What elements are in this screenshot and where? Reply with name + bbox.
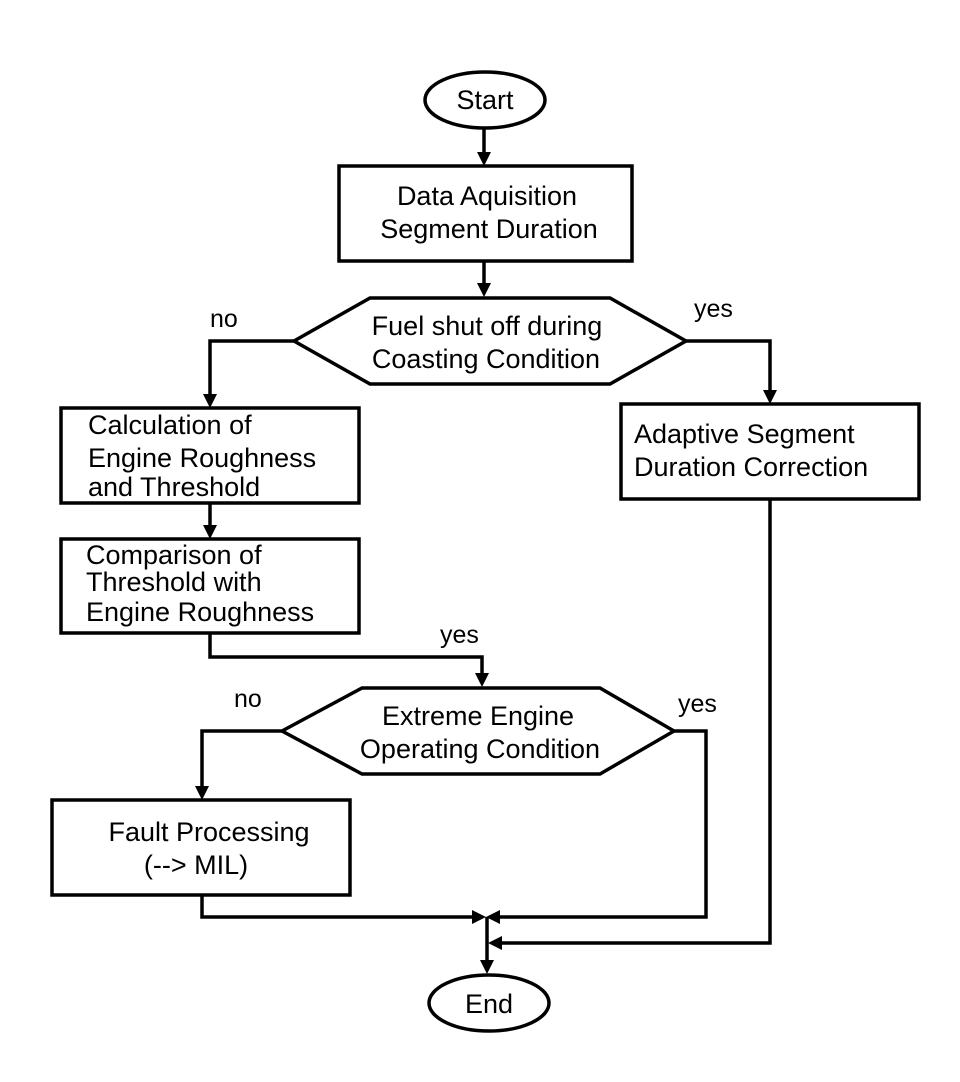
- arrowhead: [475, 673, 489, 687]
- calculation-shape: [59, 406, 361, 505]
- extreme-no-label: no: [234, 685, 262, 713]
- arrowhead: [472, 910, 486, 924]
- edge-extreme-no-to-fault: [200, 729, 282, 786]
- arrowhead: [763, 390, 777, 404]
- comparison-line-2: Threshold with: [86, 567, 262, 597]
- edge-fuel-yes-to-adaptive: [686, 339, 772, 390]
- arrowhead: [486, 910, 500, 924]
- arrowhead: [203, 525, 217, 539]
- start-label: Start: [456, 85, 514, 115]
- adaptive-correction-shape: [619, 402, 921, 501]
- fault-processing-shape: [50, 798, 352, 897]
- edge-extreme-yes-to-merge: [500, 729, 708, 919]
- extreme-line-1: Extreme Engine: [382, 701, 574, 731]
- calculation-box: Calculation of Engine Roughness and Thre…: [59, 406, 361, 505]
- data-acquisition-shape: [337, 164, 634, 263]
- extreme-yes-label: yes: [678, 690, 717, 718]
- arrowhead: [195, 786, 209, 800]
- comparison-shape: [59, 537, 361, 635]
- edge-comparison-to-extreme-decision: [208, 633, 484, 673]
- fuel-shutoff-decision-shape: [290, 296, 690, 386]
- fuel-no-label: no: [210, 305, 238, 333]
- extreme-condition-decision-shape: [278, 686, 678, 776]
- fuel-yes-label: yes: [694, 295, 733, 323]
- extreme-condition-decision: Extreme Engine Operating Condition: [278, 686, 678, 776]
- end-terminal: End: [427, 973, 551, 1033]
- fuel-shutoff-decision: Fuel shut off during Coasting Condition: [290, 296, 690, 386]
- arrowhead: [488, 936, 502, 950]
- calculation-line-2: Engine Roughness: [88, 443, 316, 473]
- comparison-yes-label: yes: [440, 621, 479, 649]
- edge-labels: no yes yes no yes: [210, 295, 733, 718]
- fuel-shutoff-line-1: Fuel shut off during: [372, 311, 603, 341]
- edge-adaptive-to-end: [502, 499, 772, 945]
- end-label: End: [465, 989, 513, 1019]
- connectors: [195, 126, 777, 974]
- calculation-line-1: Calculation of: [88, 410, 252, 440]
- adaptive-correction-box: Adaptive Segment Duration Correction: [619, 402, 921, 501]
- start-terminal: Start: [423, 70, 547, 130]
- edge-fault-to-merge: [200, 895, 472, 919]
- extreme-line-2: Operating Condition: [360, 734, 600, 764]
- data-acquisition-line-1: Data Aquisition: [397, 181, 577, 211]
- comparison-box: Comparison of Threshold with Engine Roug…: [59, 537, 361, 635]
- arrowhead: [203, 394, 217, 408]
- fault-line-1: Fault Processing: [108, 817, 309, 847]
- calculation-line-3: and Threshold: [88, 472, 260, 502]
- data-acquisition-line-2: Segment Duration: [380, 214, 598, 244]
- data-acquisition-box: Data Aquisition Segment Duration: [337, 164, 634, 263]
- fault-processing-box: Fault Processing (--> MIL): [50, 798, 352, 897]
- arrowhead: [480, 960, 494, 974]
- fault-line-2: (--> MIL): [144, 850, 248, 880]
- fuel-shutoff-line-2: Coasting Condition: [372, 344, 600, 374]
- comparison-line-3: Engine Roughness: [86, 597, 314, 627]
- adaptive-line-1: Adaptive Segment: [634, 419, 855, 449]
- arrowhead: [477, 283, 491, 297]
- adaptive-line-2: Duration Correction: [634, 452, 868, 482]
- arrowhead: [477, 152, 491, 166]
- edge-fuel-no-to-calculation: [208, 339, 294, 394]
- comparison-line-1: Comparison of: [86, 540, 262, 570]
- start-terminal-shape: [423, 70, 547, 130]
- end-terminal-shape: [427, 973, 551, 1033]
